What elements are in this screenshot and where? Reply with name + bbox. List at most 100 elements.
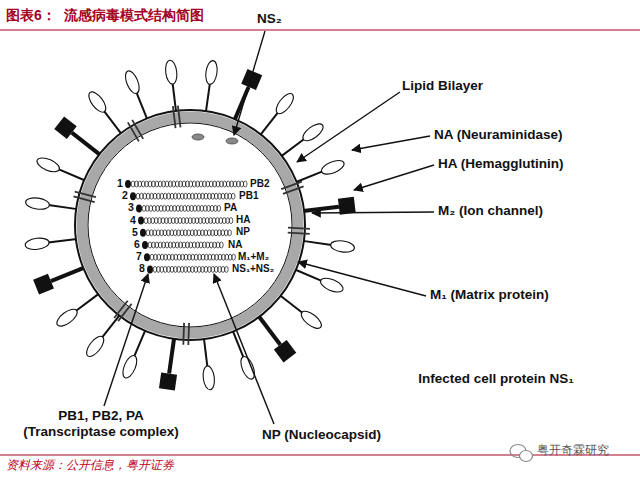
- callout-number: 3: [128, 201, 134, 213]
- neuraminidase: [33, 274, 54, 295]
- m2-channel: [283, 186, 304, 194]
- rna-coil: [228, 230, 232, 236]
- surface-spikes: [25, 60, 356, 391]
- ha-stalk: [102, 315, 120, 338]
- rna-coil: [231, 193, 235, 199]
- watermark: 粤开奇霖研究: [537, 444, 609, 458]
- polymerase-dot: [147, 265, 153, 273]
- rna-coil: [225, 266, 229, 272]
- polymerase-dot: [138, 217, 144, 225]
- hemagglutinin: [25, 196, 50, 210]
- na-stalk: [303, 207, 339, 211]
- segment-label: NP: [236, 226, 250, 238]
- inner-membrane: [88, 123, 292, 327]
- hemagglutinin: [299, 308, 325, 331]
- hemagglutinin: [202, 365, 216, 390]
- segment-label: M₁+M₂: [238, 251, 269, 263]
- title-rule: [0, 29, 640, 30]
- m2-channel: [182, 323, 185, 345]
- rna-coil: [232, 254, 236, 260]
- ns2-particle: [192, 134, 204, 140]
- hemagglutinin: [204, 60, 218, 85]
- neuraminidase: [54, 116, 76, 138]
- ha-stalk: [296, 171, 323, 182]
- ha-stalk: [204, 338, 208, 367]
- na-stalk: [51, 268, 84, 281]
- ns2-particle: [226, 138, 238, 144]
- leader-label: M₁ (Matrix protein): [430, 287, 549, 303]
- ha-stalk: [48, 239, 77, 243]
- leader-label: NS₂: [257, 11, 282, 27]
- figure-title: 图表6： 流感病毒模式结构简图: [6, 7, 204, 23]
- segment-label: PB2: [250, 178, 269, 190]
- hemagglutinin: [25, 237, 50, 251]
- polymerase-dot: [130, 192, 136, 200]
- segment-label: NA: [228, 239, 242, 251]
- ha-stalk: [295, 270, 322, 281]
- leader-line: [298, 262, 426, 296]
- leader-line: [352, 136, 430, 150]
- hemagglutinin: [319, 275, 345, 295]
- m2-channel: [132, 120, 143, 139]
- callout-number: 8: [139, 262, 145, 274]
- polymerase-dot: [136, 204, 142, 212]
- leader-line: [104, 274, 148, 406]
- hemagglutinin: [123, 69, 142, 95]
- m2-channel: [114, 301, 128, 318]
- leader-line: [234, 31, 265, 135]
- hemagglutinin: [83, 334, 106, 360]
- callout-number: 7: [136, 250, 142, 262]
- leader-line: [354, 165, 434, 190]
- hemagglutinin: [120, 354, 140, 380]
- ion-channels: [73, 106, 310, 345]
- ha-stalk: [206, 83, 210, 112]
- na-stalk: [169, 338, 174, 374]
- m2-channel: [178, 106, 181, 128]
- ha-stalk: [260, 112, 278, 135]
- m2-channel: [288, 233, 310, 234]
- hemagglutinin: [54, 306, 80, 329]
- lipid-bilayer: [75, 110, 305, 340]
- callout-number: 1: [117, 177, 123, 189]
- hemagglutinin: [35, 155, 61, 175]
- polymerase-dot: [144, 253, 150, 261]
- neuraminidase: [274, 340, 296, 362]
- leader-label: NP (Nucleocapsid): [262, 427, 381, 443]
- hemagglutinin: [273, 91, 296, 117]
- leader-lines: [104, 31, 434, 424]
- ha-stalk: [58, 169, 85, 180]
- leader-line: [312, 212, 434, 213]
- ha-stalk: [104, 111, 121, 134]
- m2-channel: [173, 106, 176, 128]
- m2-channel: [128, 122, 139, 141]
- hemagglutinin: [330, 239, 355, 253]
- hemagglutinin: [86, 89, 109, 115]
- polymerase-dot: [142, 241, 148, 249]
- polymerase-dot: [125, 180, 131, 188]
- leader-label: M₂ (Ion channel): [438, 203, 543, 219]
- ha-stalk: [280, 295, 303, 313]
- callout-number: 6: [134, 238, 140, 250]
- leader-label: Infected cell protein NS₁: [410, 371, 582, 387]
- source-caption: 资料来源：公开信息，粤开证券: [6, 459, 174, 473]
- callout-number: 4: [130, 214, 136, 226]
- ha-stalk: [134, 330, 145, 357]
- segment-label: NS₁+NS₂: [232, 263, 274, 275]
- hemagglutinin: [320, 158, 346, 177]
- ha-stalk: [281, 139, 304, 156]
- ha-stalk: [136, 92, 147, 119]
- na-stalk: [72, 133, 100, 155]
- leader-line: [297, 92, 400, 162]
- m2-channel: [288, 228, 310, 229]
- segment-label: HA: [236, 214, 250, 226]
- neuraminidase: [241, 69, 262, 90]
- segment-label: PB1: [239, 190, 258, 202]
- leader-label: Lipid Bilayer: [402, 78, 483, 94]
- neuraminidase: [159, 372, 177, 390]
- segment-label: PA: [224, 202, 237, 214]
- m2-channel: [75, 192, 96, 198]
- rna-coil: [217, 205, 221, 211]
- rna-coil: [243, 181, 247, 187]
- leader-label: HA (Hemagglutinin): [438, 156, 564, 172]
